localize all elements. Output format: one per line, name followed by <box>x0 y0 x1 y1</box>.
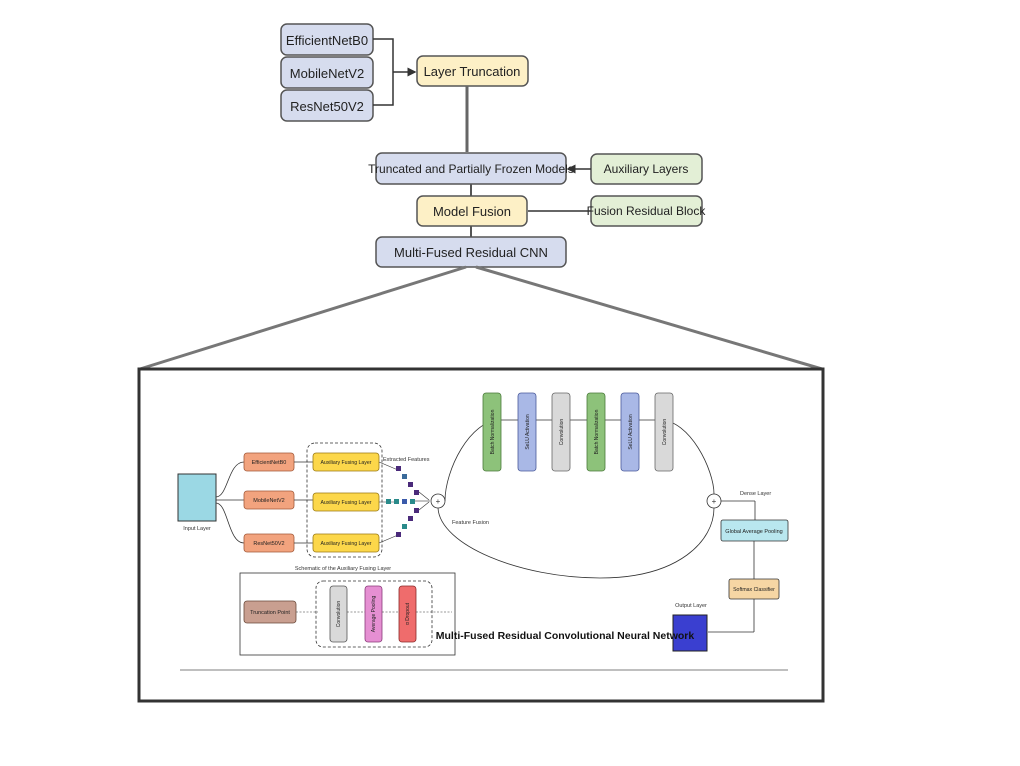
feature-fusion-label: Feature Fusion <box>452 520 489 526</box>
auxiliary-layers-box: Auxiliary Layers <box>590 153 703 185</box>
residual-skip-path <box>437 507 715 579</box>
residual-block <box>654 392 674 472</box>
top-flow: EfficientNetB0 MobileNetV2 ResNet50V2 La… <box>280 23 707 268</box>
aux-fusing-layer-3: Auxiliary Fusing Layer <box>312 533 380 553</box>
backbone-box-mobilenet: MobileNetV2 <box>280 56 374 89</box>
aux-fusing-label: Auxiliary Fusing Layer <box>320 460 371 466</box>
residual-plus-symbol: + <box>712 497 717 506</box>
truncation-point-box: Truncation Point <box>243 600 297 624</box>
detail-backbone-label: ResNet50V2 <box>253 541 284 547</box>
layer-truncation-box: Layer Truncation <box>416 55 529 87</box>
detail-backbone-resnet: ResNet50V2 <box>243 533 295 553</box>
schematic-block-label: Average Pooling <box>371 595 377 632</box>
backbone-label: MobileNetV2 <box>290 66 364 81</box>
residual-blocks: Batch Normalization SeLU Activation Conv… <box>482 392 674 472</box>
detail-backbone-label: MobileNetV2 <box>253 498 285 504</box>
input-layer-label: Input Layer <box>183 526 211 532</box>
multi-fused-cnn-label: Multi-Fused Residual CNN <box>394 245 548 260</box>
detail-backbone-label: EfficientNetB0 <box>252 460 287 466</box>
output-layer-label: Output Layer <box>675 603 707 609</box>
truncated-models-box: Truncated and Partially Frozen Models <box>368 152 574 185</box>
schematic-block <box>329 585 348 643</box>
schematic-block-label: α Dropout <box>405 602 411 625</box>
residual-block-label: Batch Normalization <box>594 409 600 454</box>
layer-truncation-label: Layer Truncation <box>424 64 521 79</box>
detail-backbone-efficientnet: EfficientNetB0 <box>243 452 295 472</box>
detail-backbone-mobilenet: MobileNetV2 <box>243 490 295 510</box>
residual-block <box>517 392 537 472</box>
residual-top-path <box>444 419 715 502</box>
truncated-models-label: Truncated and Partially Frozen Models <box>368 162 574 176</box>
fusion-residual-block-label: Fusion Residual Block <box>587 204 707 218</box>
backbone-box-resnet: ResNet50V2 <box>280 89 374 122</box>
global-average-pooling-box: Global Average Pooling <box>720 519 789 542</box>
fusion-residual-block-box: Fusion Residual Block <box>587 195 707 227</box>
detail-diagram: Input Layer EfficientNetB0 MobileNetV2 R… <box>177 392 789 671</box>
softmax-label: Softmax Classifier <box>733 587 775 593</box>
backbone-label: ResNet50V2 <box>290 99 364 114</box>
fusion-plus-symbol: + <box>436 497 441 506</box>
residual-block-label: Batch Normalization <box>490 409 496 454</box>
schematic-block <box>364 585 383 643</box>
multi-fused-cnn-box: Multi-Fused Residual CNN <box>375 236 567 268</box>
model-fusion-box: Model Fusion <box>416 195 528 227</box>
residual-block-label: SeLU Activation <box>525 414 531 450</box>
residual-block <box>586 392 606 472</box>
dense-layer-label: Dense Layer <box>740 491 771 497</box>
feature-markers <box>378 461 430 544</box>
aux-fusing-label: Auxiliary Fusing Layer <box>320 541 371 547</box>
network-title: Multi-Fused Residual Convolutional Neura… <box>436 630 695 642</box>
auxiliary-layers-label: Auxiliary Layers <box>604 162 689 176</box>
schematic-dashed-group <box>315 580 433 648</box>
input-layer-box <box>177 473 217 522</box>
residual-block <box>620 392 640 472</box>
residual-block-label: SeLU Activation <box>628 414 634 450</box>
residual-block-label: Convolution <box>559 419 565 446</box>
extracted-features-label: Extracted Features <box>383 457 430 463</box>
softmax-classifier-box: Softmax Classifier <box>728 578 780 600</box>
aux-group-dashed <box>306 442 383 558</box>
aux-fusing-label: Auxiliary Fusing Layer <box>320 500 371 506</box>
schematic-block <box>398 585 417 643</box>
branch-line <box>215 502 245 544</box>
residual-block-label: Convolution <box>662 419 668 446</box>
backbone-box-efficientnet: EfficientNetB0 <box>280 23 374 56</box>
schematic-title: Schematic of the Auxiliary Fusing Layer <box>295 566 391 572</box>
schematic-block-label: Convolution <box>336 601 342 628</box>
backbone-bracket <box>373 38 394 106</box>
aux-fusing-layer-2: Auxiliary Fusing Layer <box>312 492 380 512</box>
truncation-point-label: Truncation Point <box>250 610 290 616</box>
model-fusion-label: Model Fusion <box>433 204 511 219</box>
branch-line <box>215 461 245 498</box>
gap-label: Global Average Pooling <box>725 529 782 535</box>
output-layer-box <box>672 614 708 652</box>
residual-block <box>482 392 502 472</box>
zoom-connector <box>139 265 823 371</box>
backbone-label: EfficientNetB0 <box>286 33 368 48</box>
residual-block <box>551 392 571 472</box>
aux-fusing-layer-1: Auxiliary Fusing Layer <box>312 452 380 472</box>
